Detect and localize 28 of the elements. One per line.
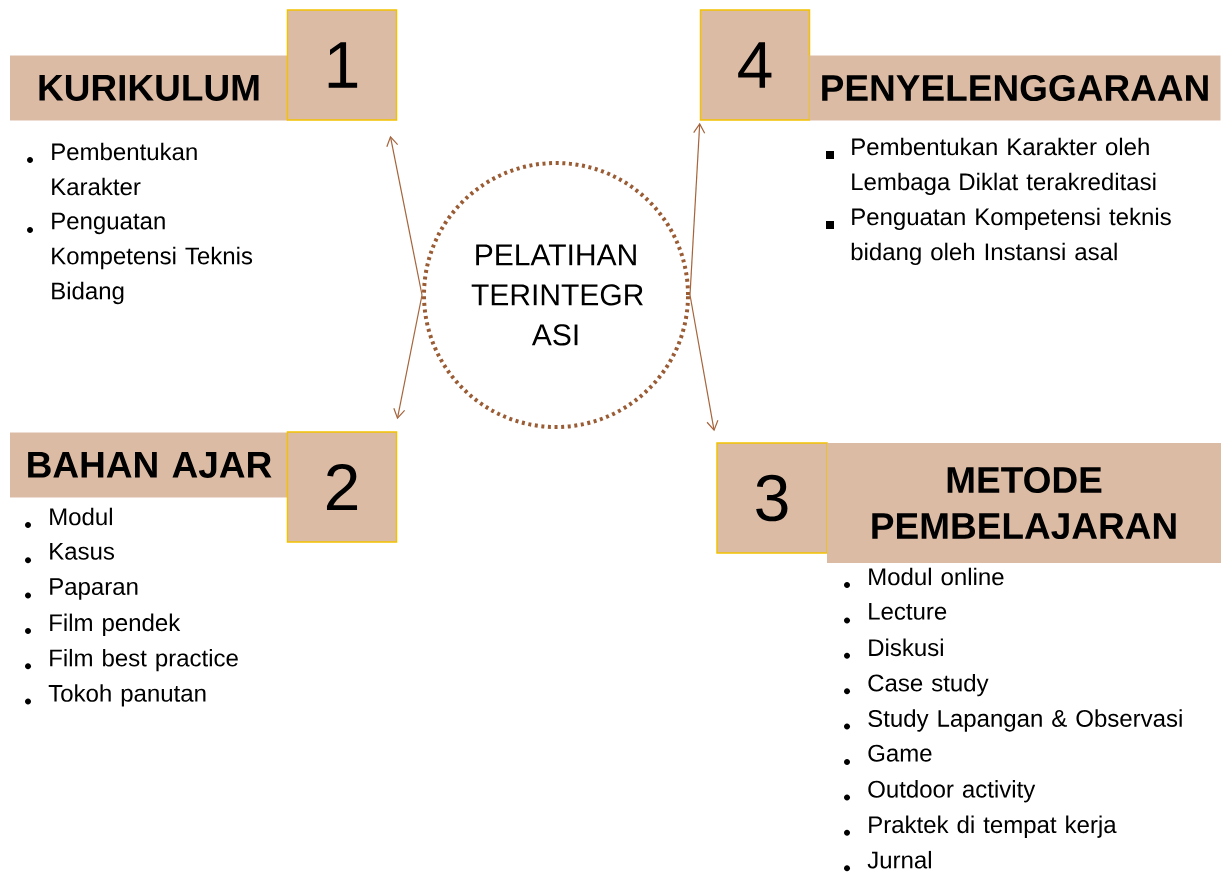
node-label: METODE PEMBELAJARAN <box>872 466 1176 540</box>
list-item: Pembentukan Karakter <box>27 142 197 196</box>
list-item: Tokoh panutan <box>25 684 206 707</box>
list-item: Case study <box>844 673 989 697</box>
list-item: Penguatan Kompetensi Teknis Bidang <box>27 212 253 305</box>
list-item: Praktek di tempat kerja <box>844 815 1117 838</box>
number-box: 4 <box>699 9 811 121</box>
node-label: PENYELENGGARAAN <box>822 74 1208 102</box>
list-item: Jurnal <box>844 850 931 872</box>
list-item: Film pendek <box>25 613 181 636</box>
list-item: Outdoor activity <box>844 780 1036 803</box>
list-item: Film best practice <box>25 648 238 672</box>
heading-band: BAHAN AJAR <box>10 432 288 498</box>
list-item: Game <box>844 744 932 765</box>
node-label: BAHAN AJAR <box>28 452 272 478</box>
list-item: Lecture <box>844 603 947 624</box>
list-item: Modul <box>25 507 112 528</box>
list-item: Modul online <box>844 567 1004 588</box>
number-box: 3 <box>716 442 828 554</box>
heading-band: KURIKULUM <box>10 55 288 121</box>
list-item: Diskusi <box>844 638 943 659</box>
list-item: Penguatan Kompetensi teknis bidang oleh Instansi asal <box>826 207 1171 266</box>
list-item: Kasus <box>25 543 115 564</box>
number-box: 2 <box>286 431 398 543</box>
list-item: Paparan <box>25 578 138 600</box>
list-item: Study Lapangan & Observasi <box>844 709 1182 732</box>
list-item: Pembentukan Karakter oleh Lembaga Diklat terakreditasi <box>826 137 1156 196</box>
number-box: 1 <box>286 9 398 121</box>
